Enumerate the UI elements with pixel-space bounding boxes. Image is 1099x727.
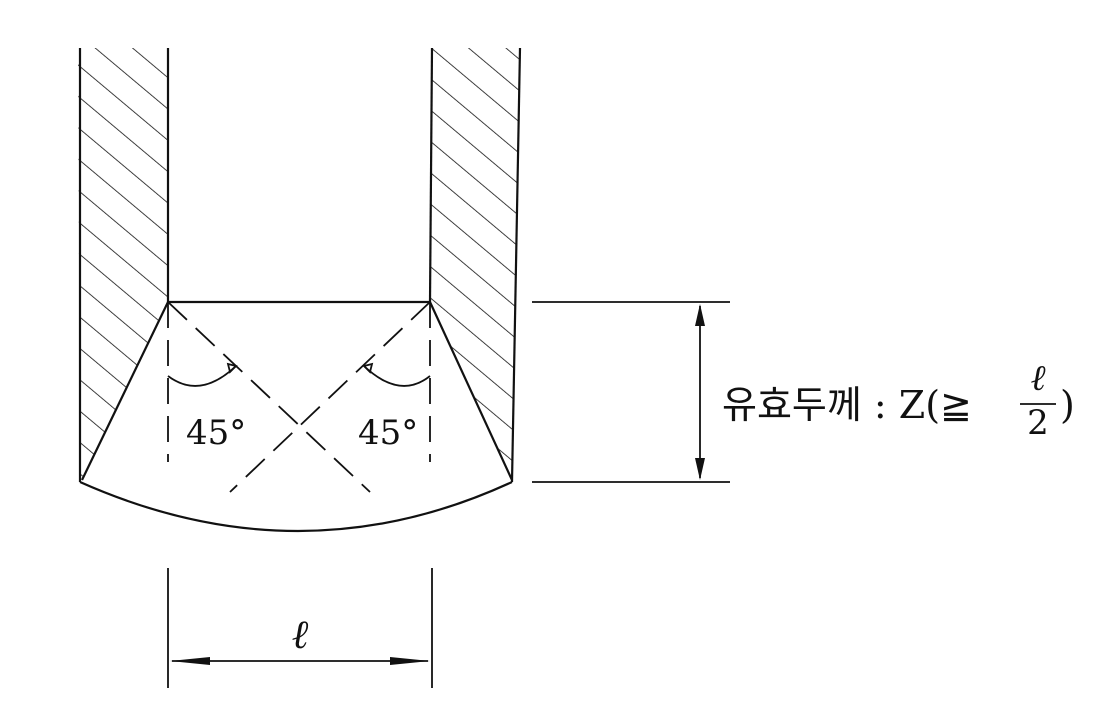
right-plate-outline [428, 47, 522, 483]
weld-bead [79, 300, 513, 533]
left-plate-outline [78, 48, 170, 482]
angle-label-left: 45° [186, 413, 246, 453]
thickness-dimension [532, 301, 730, 483]
thickness-label-prefix: 유효두께 : Z(≧ [722, 383, 972, 427]
width-label: ℓ [292, 612, 309, 658]
width-dimension [167, 568, 433, 688]
thickness-label-suffix: ) [1060, 383, 1075, 427]
fraction-denominator: 2 [1027, 403, 1049, 443]
angle-arcs [167, 362, 431, 387]
angle-label-right: 45° [358, 413, 418, 453]
throat-dashed-lines [167, 301, 431, 493]
thickness-label: 유효두께 : Z(≧ [722, 383, 972, 427]
fraction-numerator: ℓ [1031, 358, 1046, 399]
